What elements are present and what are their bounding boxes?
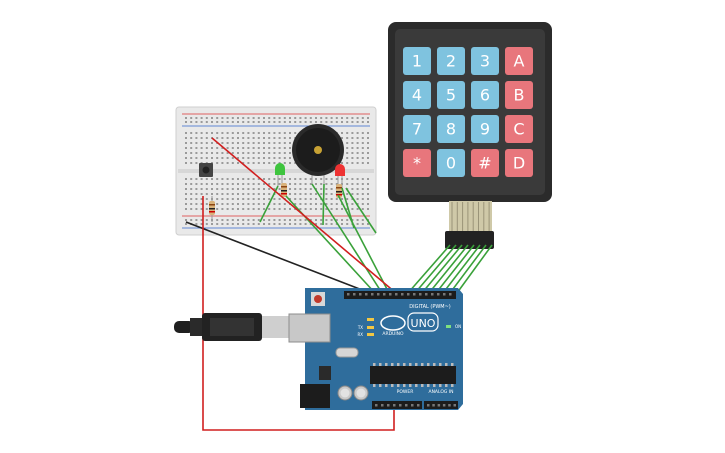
power-label: POWER <box>397 389 414 395</box>
keypad-connector <box>445 231 494 249</box>
keypad-key-label: 7 <box>412 120 422 139</box>
resistor-button <box>209 196 215 222</box>
wire-keypad-3 <box>421 244 463 294</box>
usb-port <box>288 313 331 343</box>
keypad-key[interactable]: C <box>505 115 533 143</box>
wire-keypad-4 <box>428 244 469 294</box>
keypad-key[interactable]: 4 <box>403 81 431 109</box>
push-button[interactable] <box>199 163 213 177</box>
keypad-key[interactable]: B <box>505 81 533 109</box>
keypad-key[interactable]: A <box>505 47 533 75</box>
digital-header <box>344 291 456 299</box>
wire-keypad-7 <box>449 244 487 294</box>
brand-label: ARDUINO <box>382 331 404 337</box>
keypad-ribbon-cable <box>449 201 492 231</box>
digital-label: DIGITAL (PWM~) <box>409 304 451 310</box>
wire-ground <box>185 221 371 294</box>
keypad-key-label: 1 <box>412 52 422 71</box>
wire-red-led-3 <box>345 187 377 234</box>
keypad-key[interactable]: # <box>471 149 499 177</box>
keypad-key[interactable]: 5 <box>437 81 465 109</box>
keypad-key[interactable]: 1 <box>403 47 431 75</box>
keypad-key-label: 0 <box>446 154 456 173</box>
wire-keypad-1 <box>407 244 451 294</box>
keypad-key[interactable]: 3 <box>471 47 499 75</box>
resistor-green-led <box>281 183 287 197</box>
keypad-key-label: C <box>513 120 524 139</box>
keypad-key-label: B <box>514 86 525 105</box>
arduino-uno: DIGITAL (PWM~) ARDUINO UNO TX RX ON POWE… <box>288 288 463 410</box>
wire-red-5v <box>211 137 397 294</box>
keypad-key[interactable]: 2 <box>437 47 465 75</box>
keypad-key[interactable]: D <box>505 149 533 177</box>
keypad-key[interactable]: * <box>403 149 431 177</box>
crystal <box>335 347 359 358</box>
keypad-key[interactable]: 9 <box>471 115 499 143</box>
keypad-key[interactable]: 0 <box>437 149 465 177</box>
wire-keypad-8 <box>456 244 493 294</box>
keypad-key-label: 5 <box>446 86 456 105</box>
power-jack <box>300 384 330 408</box>
keypad-key-label: # <box>478 154 491 173</box>
resistor-red-led <box>336 184 342 198</box>
wire-keypad-5 <box>435 244 475 294</box>
on-label: ON <box>455 324 461 329</box>
power-header <box>372 401 422 409</box>
wire-red-led-1 <box>337 194 390 294</box>
analog-label: ANALOG IN <box>428 389 453 395</box>
wire-keypad-6 <box>442 244 481 294</box>
wire-red-led-2 <box>341 187 355 229</box>
keypad-key[interactable]: 7 <box>403 115 431 143</box>
keypad-key-label: 4 <box>412 86 422 105</box>
keypad-key-label: 8 <box>446 120 456 139</box>
rx-label: RX <box>357 332 363 337</box>
wires <box>185 137 493 431</box>
tx-label: TX <box>357 325 363 330</box>
keypad-key-label: 2 <box>446 52 456 71</box>
arduino-logo-icon <box>380 315 406 331</box>
keypad-key-label: 3 <box>480 52 490 71</box>
analog-header <box>424 401 458 409</box>
wire-red-button <box>202 196 395 431</box>
keypad-4x4: 1 2 3 A 4 5 6 B 7 8 9 C * 0 # D <box>388 22 552 249</box>
keypad-key-label: 9 <box>480 120 490 139</box>
keypad-key-label: D <box>513 154 525 173</box>
keypad-key[interactable]: 8 <box>437 115 465 143</box>
keypad-key-label: A <box>514 52 525 71</box>
uno-logo: UNO <box>411 317 436 330</box>
breadboard-holes <box>185 117 369 225</box>
wire-keypad-2 <box>414 244 457 294</box>
keypad-key-label: * <box>413 154 421 173</box>
wire-buzzer-2 <box>322 183 325 226</box>
keypad-keys: 1 2 3 A 4 5 6 B 7 8 9 C * 0 # D <box>403 47 533 177</box>
atmega-chip <box>370 366 456 384</box>
piezo-buzzer <box>292 124 344 184</box>
keypad-key[interactable]: 6 <box>471 81 499 109</box>
keypad-key-label: 6 <box>480 86 490 105</box>
green-led <box>275 163 285 186</box>
